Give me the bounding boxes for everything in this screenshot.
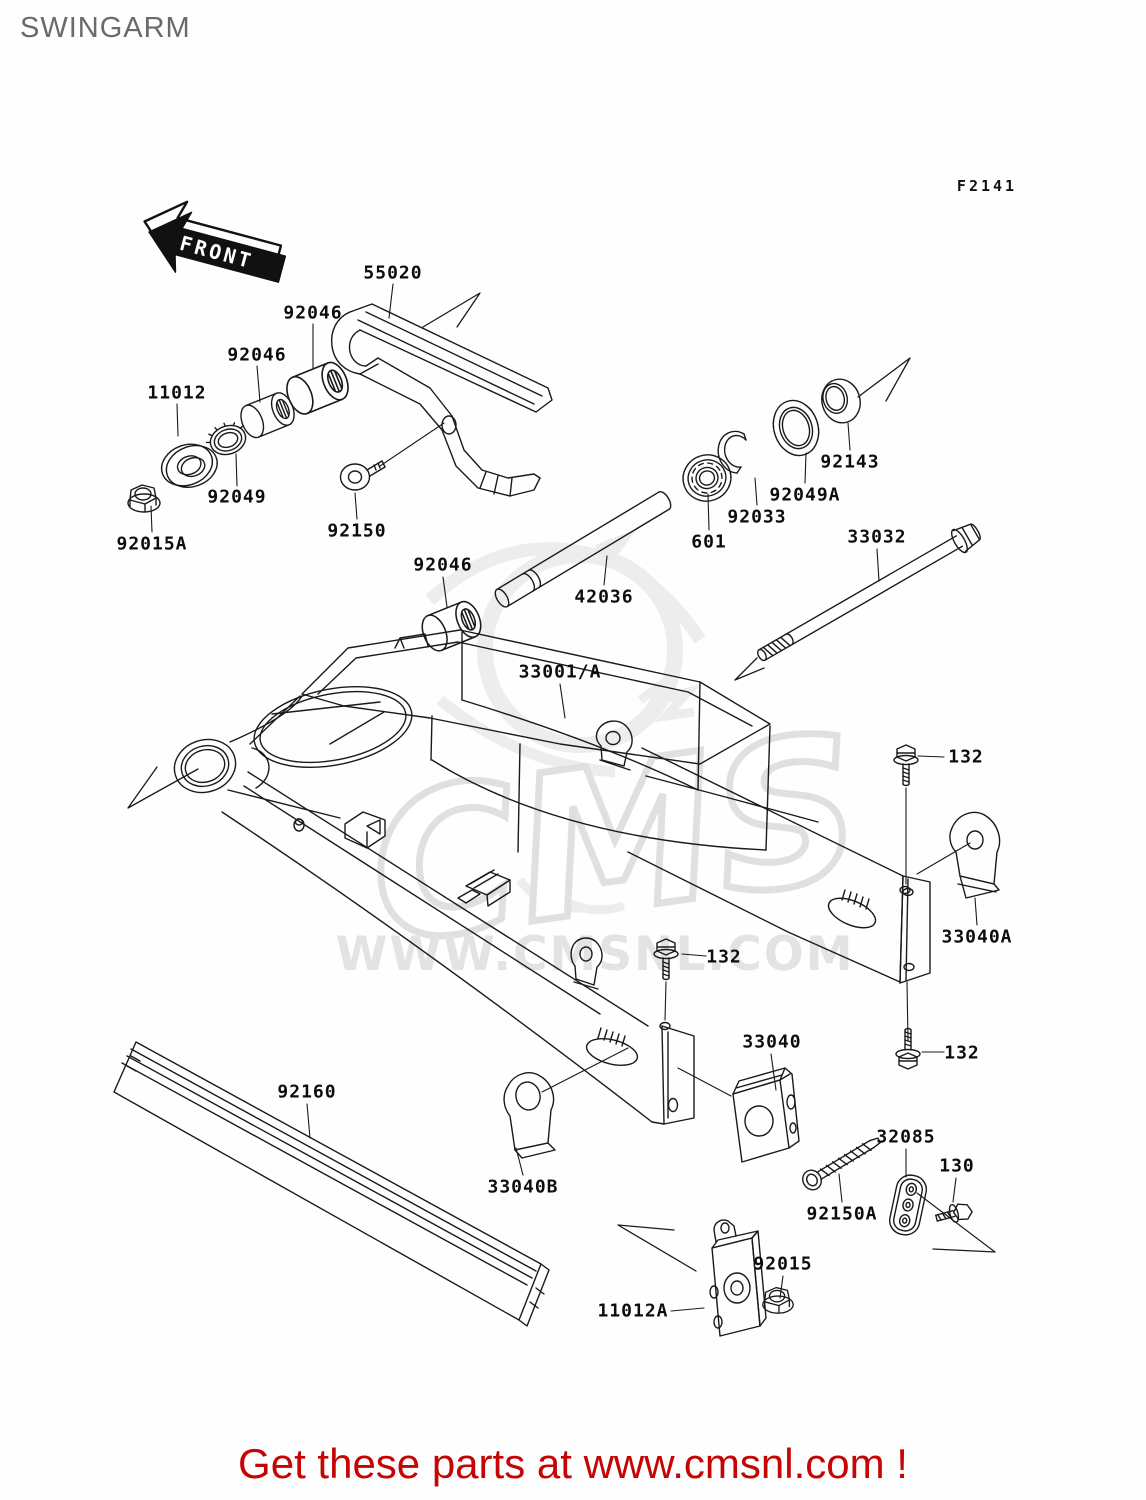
part-label-92033: 92033 (727, 506, 787, 528)
part-label-132: 132 (944, 1042, 980, 1064)
part-label-92150a: 92150A (806, 1203, 878, 1225)
seal-92049 (205, 422, 247, 456)
part-label-132: 132 (706, 946, 742, 968)
nut-92015 (762, 1286, 794, 1314)
plate-32085 (888, 1174, 928, 1236)
pivot-sleeve-42036 (494, 491, 672, 608)
part-label-601: 601 (691, 531, 727, 553)
circlip-92033 (717, 430, 747, 474)
part-label-92049a: 92049A (769, 484, 841, 506)
bracket-33040b (503, 1072, 556, 1159)
part-label-92150: 92150 (327, 520, 387, 542)
page-title: SWINGARM (20, 12, 191, 44)
part-label-132: 132 (948, 746, 984, 768)
part-label-55020: 55020 (363, 262, 423, 284)
part-label-33001-a: 33001/A (518, 661, 602, 683)
watermark-url-text: WWW.CMSNL.COM (335, 927, 854, 982)
collar-92143 (821, 378, 861, 424)
washer-11012 (160, 443, 218, 488)
bracket-33040a (949, 811, 1001, 899)
part-label-11012a: 11012A (597, 1300, 669, 1322)
part-label-33032: 33032 (847, 526, 907, 548)
guard-strip-92160 (113, 1041, 550, 1327)
screw-92150 (339, 460, 386, 491)
part-label-42036: 42036 (574, 586, 634, 608)
part-label-130: 130 (939, 1155, 975, 1177)
part-label-92046: 92046 (413, 554, 473, 576)
leader-lines (150, 283, 996, 1312)
swingarm-body-33001 (173, 629, 931, 1125)
pivot-bolt-33032 (757, 523, 981, 662)
cms-watermark: CMS WWW.CMSNL.COM (335, 528, 878, 993)
promo-footer-text: Get these parts at www.cmsnl.com ! (238, 1440, 908, 1487)
bolt-132-top (893, 744, 919, 787)
adjuster-plate-11012a (709, 1219, 767, 1337)
part-label-92015a: 92015A (116, 533, 188, 555)
bearing-92046-top (281, 357, 354, 419)
part-label-92046: 92046 (283, 302, 343, 324)
adjuster-screw-92150a (802, 1137, 882, 1191)
part-label-33040a: 33040A (941, 926, 1013, 948)
assembly-arrows (127, 292, 996, 1272)
nut-92015a (127, 484, 161, 513)
bolt-130 (935, 1203, 973, 1223)
bearing-92046-mid (235, 388, 300, 442)
part-label-33040: 33040 (742, 1031, 802, 1053)
part-label-92046: 92046 (227, 344, 287, 366)
chain-slider-55020 (330, 303, 553, 497)
ball-bearing-601 (682, 454, 732, 502)
part-label-92160: 92160 (277, 1081, 337, 1103)
part-label-92143: 92143 (820, 451, 880, 473)
part-label-32085: 32085 (876, 1126, 936, 1148)
front-direction-arrow: FRONT (143, 200, 287, 283)
part-label-92049: 92049 (207, 486, 267, 508)
chain-adjuster-33040 (732, 1067, 800, 1163)
figure-code: F2141 (956, 177, 1018, 195)
part-label-11012: 11012 (147, 382, 207, 404)
seal-92049a (772, 399, 820, 457)
part-label-92015: 92015 (753, 1253, 813, 1275)
part-label-33040b: 33040B (487, 1176, 559, 1198)
